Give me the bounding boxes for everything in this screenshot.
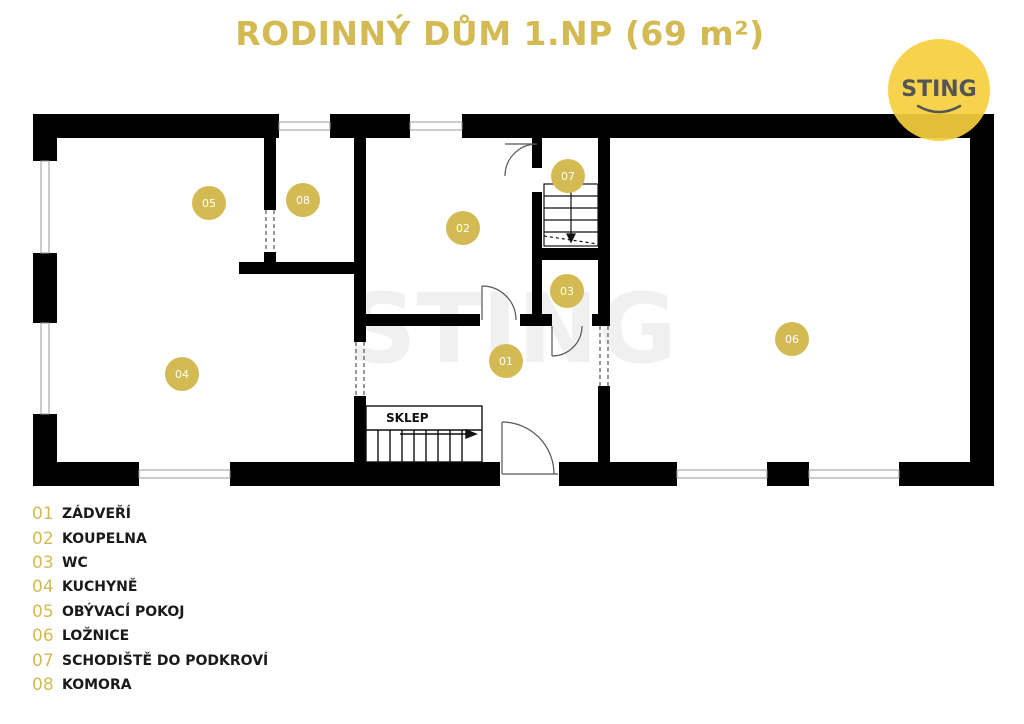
legend-label: LOŽNICE [62,628,130,645]
room-marker-08: 08 [286,183,320,217]
room-marker-03: 03 [550,274,584,308]
legend-label: OBÝVACÍ POKOJ [62,603,185,620]
svg-text:06: 06 [785,333,799,346]
room-marker-02: 02 [446,211,480,245]
room-marker-04: 04 [165,357,199,391]
legend-number: 08 [32,674,54,695]
svg-text:03: 03 [560,285,574,298]
legend-number: 07 [32,650,54,671]
svg-text:01: 01 [499,355,513,368]
windows [40,121,900,479]
legend-number: 01 [32,504,54,525]
legend-item: 08 KOMORA [32,673,268,697]
room-marker-07: 07 [551,159,585,193]
stair-label: SKLEP [386,411,429,425]
legend-item: 05 OBÝVACÍ POKOJ [32,600,268,624]
room-marker-01: 01 [489,344,523,378]
room-legend: 01 ZÁDVEŘÍ 02 KOUPELNA 03 WC 04 KUCHYNĚ … [32,502,268,697]
legend-label: KUCHYNĚ [62,579,138,596]
legend-item: 06 LOŽNICE [32,624,268,648]
legend-item: 01 ZÁDVEŘÍ [32,502,268,526]
svg-text:04: 04 [175,368,189,381]
svg-text:02: 02 [456,222,470,235]
legend-item: 07 SCHODIŠTĚ DO PODKROVÍ [32,648,268,672]
sting-logo: STING [888,39,990,141]
svg-text:STING: STING [901,77,977,102]
doors [265,143,609,475]
legend-item: 02 KOUPELNA [32,526,268,550]
svg-text:05: 05 [202,197,216,210]
legend-number: 05 [32,601,54,622]
legend-number: 06 [32,626,54,647]
svg-text:08: 08 [296,194,310,207]
room-marker-05: 05 [192,186,226,220]
legend-number: 03 [32,552,54,573]
legend-item: 04 KUCHYNĚ [32,575,268,599]
legend-number: 02 [32,528,54,549]
legend-item: 03 WC [32,551,268,575]
legend-label: KOMORA [62,676,132,693]
legend-number: 04 [32,577,54,598]
walls [33,114,994,486]
page-title: RODINNÝ DŮM 1.NP (69 m²) [235,14,765,53]
legend-label: WC [62,554,88,571]
stairs-to-basement [365,405,483,463]
room-markers: 01 02 03 04 05 06 07 08 [165,159,809,391]
legend-label: KOUPELNA [62,530,147,547]
room-marker-06: 06 [775,322,809,356]
svg-text:07: 07 [561,170,575,183]
legend-label: SCHODIŠTĚ DO PODKROVÍ [62,652,269,669]
legend-label: ZÁDVEŘÍ [62,506,131,523]
stairs-to-attic [543,183,599,247]
